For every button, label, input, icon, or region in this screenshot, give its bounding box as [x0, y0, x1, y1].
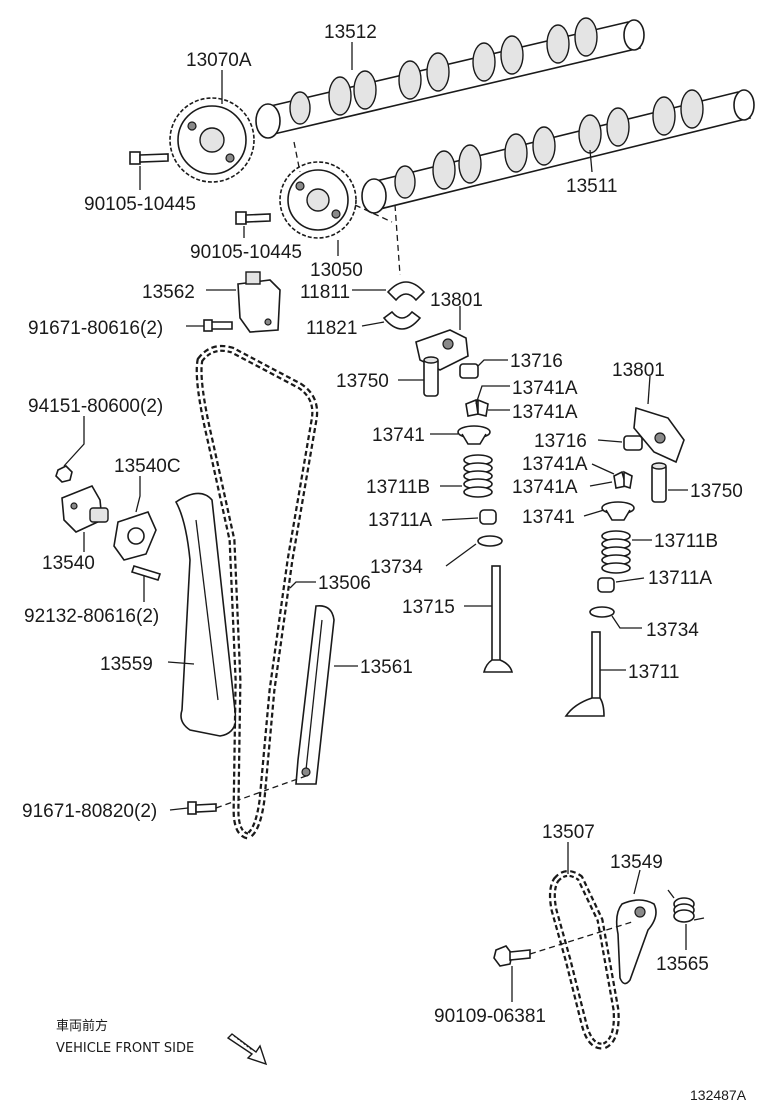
label-13050: 13050: [310, 260, 363, 281]
bearing-11821: [382, 310, 422, 330]
lash-adjuster-13750-b: [651, 462, 667, 503]
gasket-13540C: [113, 511, 157, 561]
vehicle-front-side-jp: 車両前方: [56, 1018, 108, 1034]
label-13540: 13540: [42, 553, 95, 574]
label-13711B-b: 13711B: [654, 531, 718, 552]
shim-13716-b: [623, 435, 643, 451]
label-13562: 13562: [142, 282, 195, 303]
label-13506: 13506: [318, 573, 371, 594]
bolt-91671-a: [203, 319, 233, 332]
lash-adjuster-13750-a: [423, 356, 439, 397]
bolt-94151: [55, 465, 73, 483]
sprocket-13050: [279, 161, 357, 239]
seal-13711A-b: [597, 577, 615, 593]
damper-13561: [295, 604, 335, 785]
seat-13734-b: [589, 606, 615, 618]
label-90109: 90109-06381: [434, 1006, 546, 1027]
label-91671-a: 91671-80616(2): [28, 318, 163, 339]
shim-13716-a: [459, 363, 479, 379]
label-13565: 13565: [656, 954, 709, 975]
retainer-13741-b: [601, 501, 635, 521]
spring-13565: [667, 889, 705, 923]
spring-13711B-b: [601, 530, 631, 574]
vehicle-front-side-en: VEHICLE FRONT SIDE: [56, 1041, 194, 1056]
bolt-90109: [493, 945, 531, 967]
label-13511: 13511: [566, 176, 617, 197]
label-13561: 13561: [360, 657, 413, 678]
camshaft-13512: [255, 17, 645, 139]
label-13734-b: 13734: [646, 620, 699, 641]
seat-13734-a: [477, 535, 503, 547]
bracket-13562: [237, 271, 281, 333]
label-13734-a: 13734: [370, 557, 423, 578]
label-13540C: 13540C: [114, 456, 181, 477]
retainer-13741-a: [457, 425, 491, 445]
label-13711: 13711: [628, 662, 679, 683]
label-13801-b: 13801: [612, 360, 665, 381]
chain-13507: [548, 870, 620, 1050]
bolt-91671-b: [187, 801, 217, 815]
keeper-13741A-b: [613, 470, 633, 490]
label-13741-a: 13741: [372, 425, 425, 446]
label-13741A-c: 13741A: [522, 454, 588, 475]
diagram-id: 132487A: [690, 1087, 747, 1103]
label-13711B-a: 13711B: [366, 477, 430, 498]
label-13716-b: 13716: [534, 431, 587, 452]
tensioner-13540: [61, 484, 109, 533]
label-13715: 13715: [402, 597, 455, 618]
bolt-90105-b: [235, 211, 271, 225]
label-13070A: 13070A: [186, 50, 252, 71]
label-13750-b: 13750: [690, 481, 743, 502]
sprocket-13070A: [169, 97, 255, 183]
label-13741A-d: 13741A: [512, 477, 578, 498]
label-13512: 13512: [324, 22, 377, 43]
label-13741A-b: 13741A: [512, 402, 578, 423]
spring-13711B-a: [463, 454, 493, 498]
label-13801-a: 13801: [430, 290, 483, 311]
label-11821: 11821: [306, 318, 357, 339]
tensioner-arm-13549: [615, 899, 657, 985]
label-91671-b: 91671-80820(2): [22, 801, 157, 822]
label-13741-b: 13741: [522, 507, 575, 528]
label-13716-a: 13716: [510, 351, 563, 372]
leader-lines: [63, 42, 688, 1002]
label-13507: 13507: [542, 822, 595, 843]
label-92132: 92132-80616(2): [24, 606, 159, 627]
stud-92132: [130, 565, 162, 581]
label-13559: 13559: [100, 654, 153, 675]
timing-chain-13506: [195, 344, 319, 840]
seal-13711A-a: [479, 509, 497, 525]
label-94151: 94151-80600(2): [28, 396, 163, 417]
label-90105-b: 90105-10445: [190, 242, 302, 263]
keeper-13741A-a: [465, 398, 489, 417]
label-90105-a: 90105-10445: [84, 194, 196, 215]
valve-13715: [482, 565, 514, 673]
label-13750-a: 13750: [336, 371, 389, 392]
front-direction-arrow-icon: [226, 1033, 268, 1066]
valve-13711: [564, 631, 605, 717]
bolt-90105-a: [129, 151, 169, 165]
label-13741A-a: 13741A: [512, 378, 578, 399]
rocker-arm-13801-b: [633, 406, 685, 464]
slipper-13559: [174, 492, 237, 737]
label-13549: 13549: [610, 852, 663, 873]
bearing-11811: [386, 281, 426, 302]
label-13711A-b: 13711A: [648, 568, 712, 589]
label-11811: 11811: [300, 282, 350, 303]
label-13711A-a: 13711A: [368, 510, 432, 531]
camshaft-13511: [361, 89, 755, 214]
